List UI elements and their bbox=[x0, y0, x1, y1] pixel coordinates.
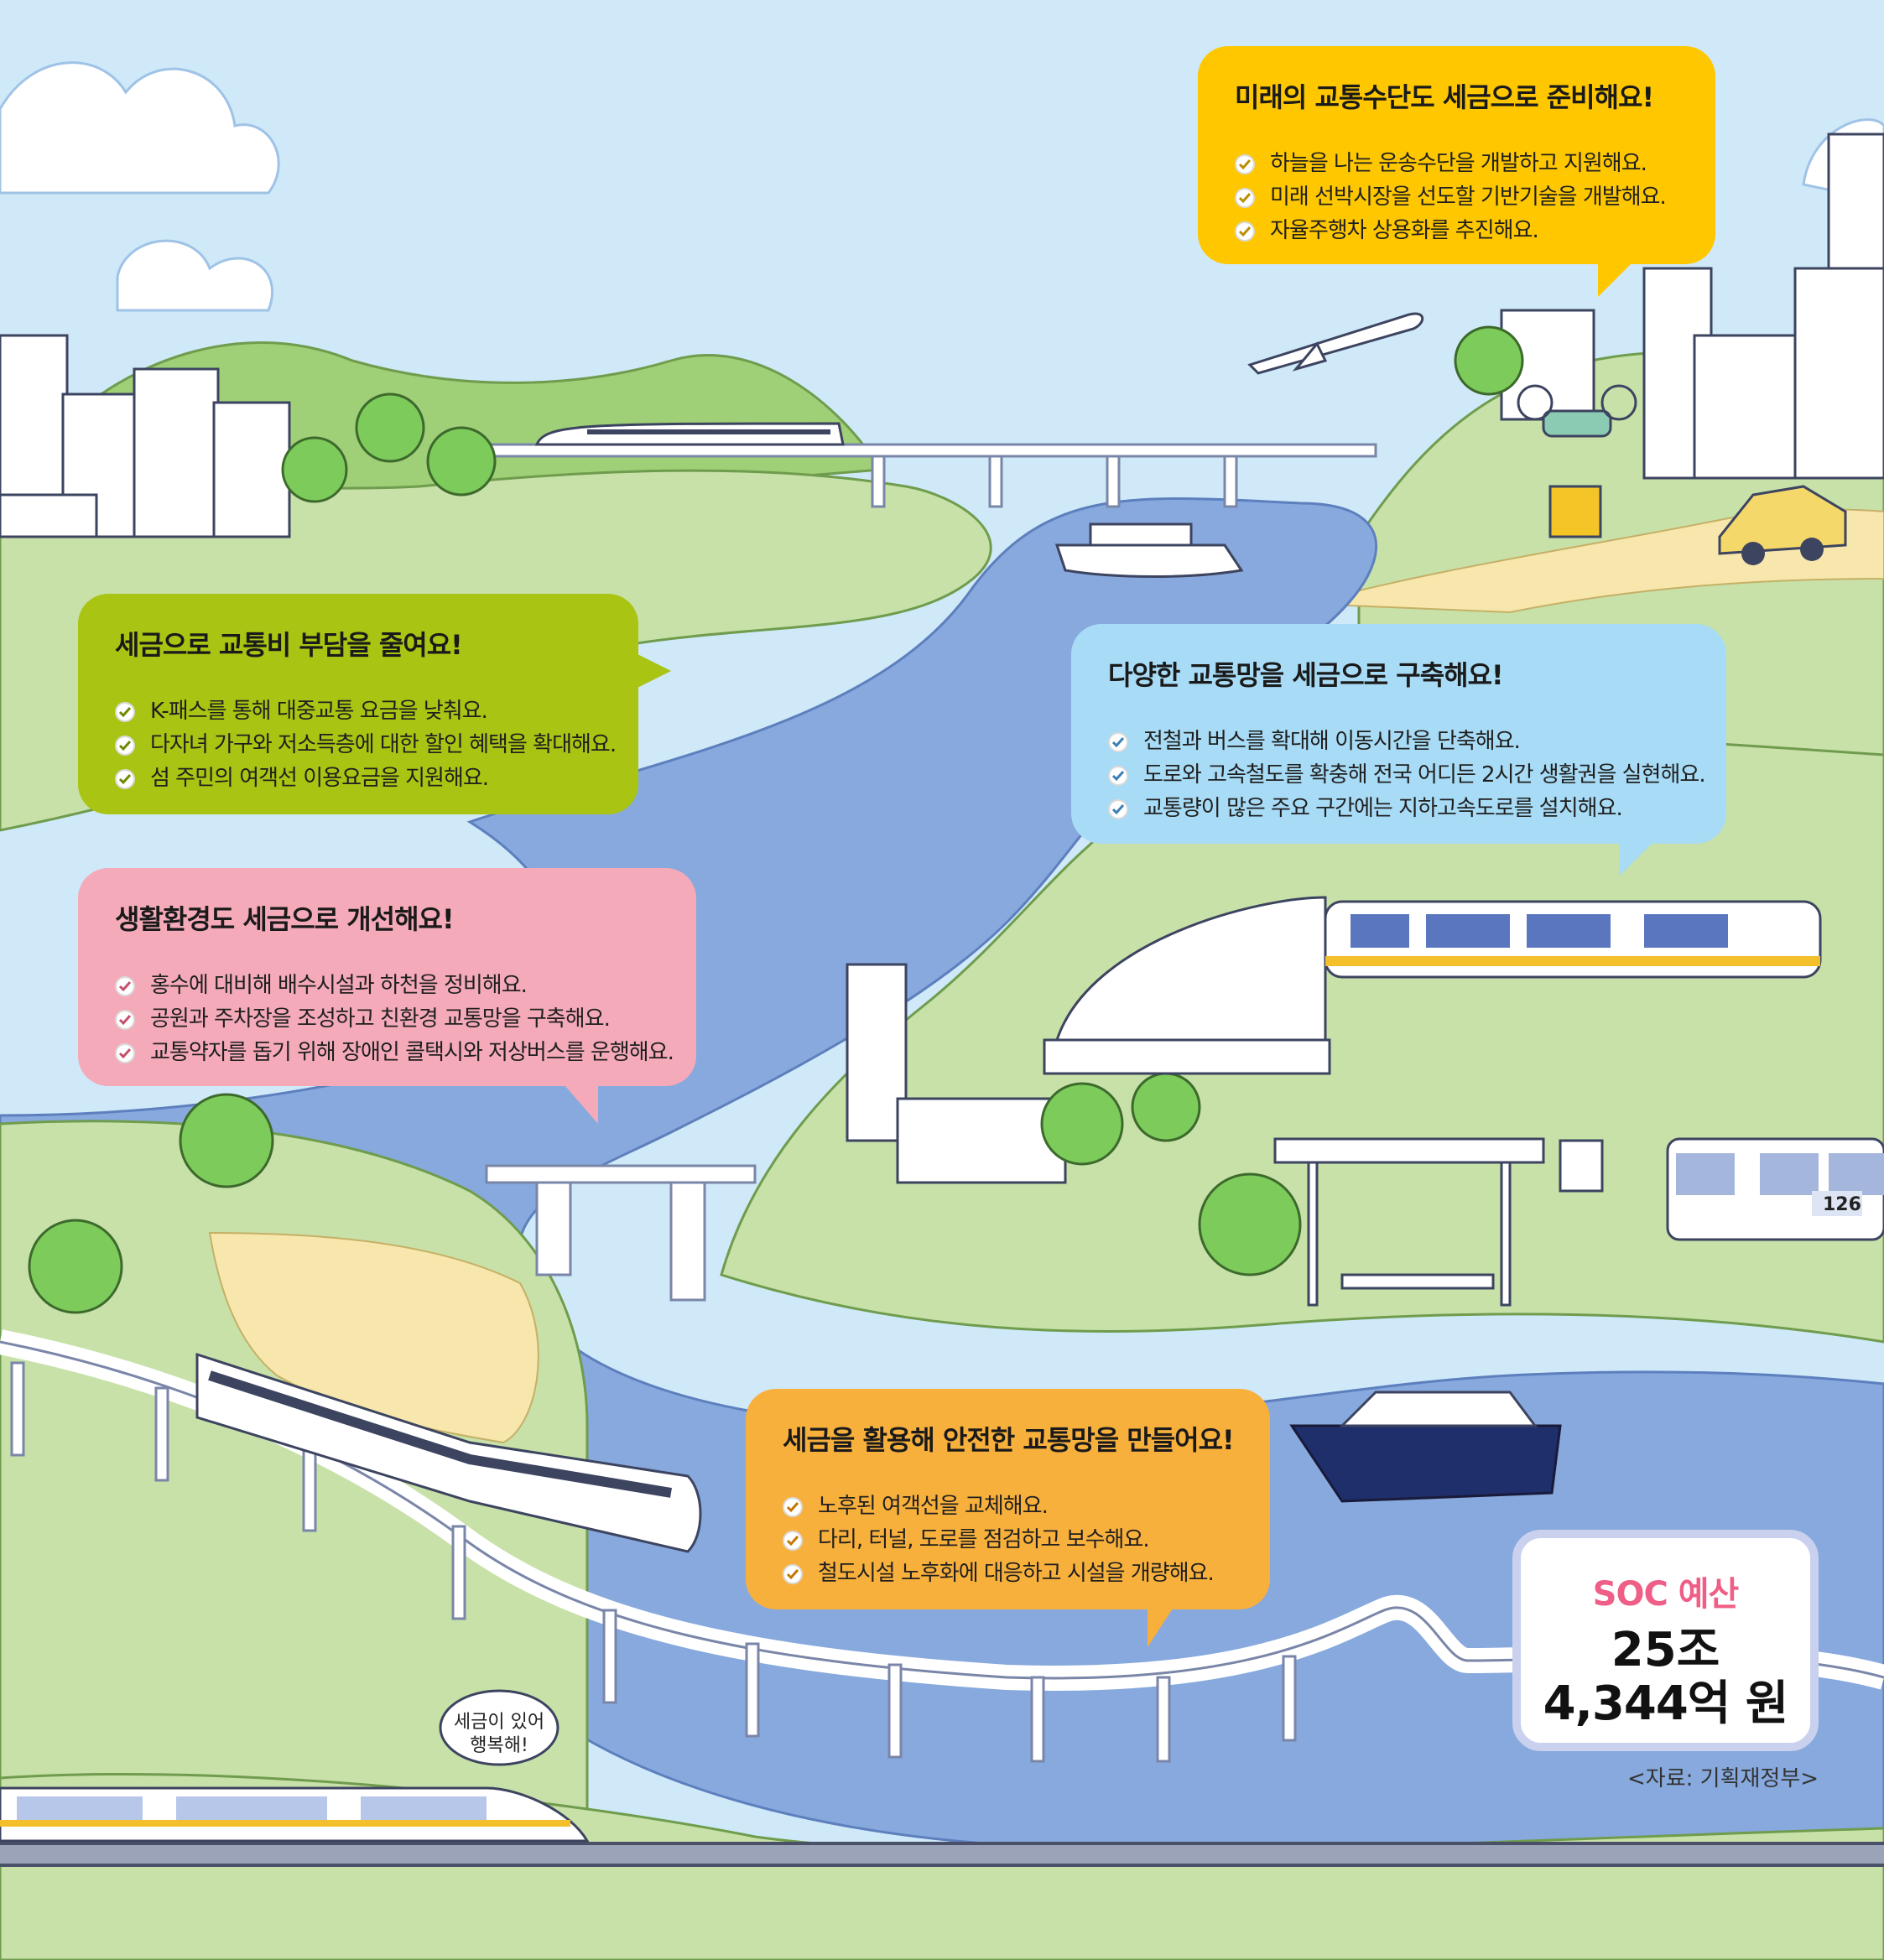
bubble-title: 세금으로 교통비 부담을 줄여요! bbox=[115, 629, 463, 661]
safety-bubble: 세금을 활용해 안전한 교통망을 만들어요! 노후된 여객선을 교체해요. 다리… bbox=[746, 1389, 1270, 1609]
bubble-tail bbox=[1148, 1609, 1173, 1647]
check-icon bbox=[115, 976, 135, 996]
cruise-ship-icon bbox=[1289, 1391, 1562, 1503]
park-path bbox=[208, 1231, 539, 1444]
soc-budget-box: SOC 예산 25조 4,344억 원 bbox=[1512, 1530, 1819, 1751]
bubble-list: 노후된 여객선을 교체해요. 다리, 터널, 도로를 점검하고 보수해요. 철도… bbox=[783, 1489, 1236, 1590]
dam bbox=[485, 1164, 757, 1302]
bubble-tail bbox=[565, 1085, 598, 1124]
check-icon bbox=[1108, 766, 1128, 786]
monorail-train-icon bbox=[195, 1352, 702, 1553]
bubble-title: 미래의 교통수단도 세금으로 준비해요! bbox=[1235, 81, 1654, 113]
check-icon bbox=[115, 769, 135, 789]
tree-icon bbox=[28, 325, 1524, 1314]
future-transport-bubble: 미래의 교통수단도 세금으로 준비해요! 하늘을 나는 운송수단을 개발하고 지… bbox=[1198, 46, 1715, 264]
list-item: 자율주행차 상용화를 추진해요. bbox=[1235, 214, 1682, 247]
bubble-list: 홍수에 대비해 배수시설과 하천을 정비해요. 공원과 주차장을 조성하고 친환… bbox=[115, 969, 674, 1069]
list-item: K-패스를 통해 대중교통 요금을 낮춰요. bbox=[115, 694, 605, 728]
ferry-icon bbox=[1054, 522, 1244, 578]
environment-bubble: 생활환경도 세금으로 개선해요! 홍수에 대비해 배수시설과 하천을 정비해요.… bbox=[78, 868, 696, 1086]
list-item: 섬 주민의 여객선 이용요금을 지원해요. bbox=[115, 762, 605, 795]
list-item: 노후된 여객선을 교체해요. bbox=[783, 1489, 1236, 1523]
speech-line1: 세금이 있어 bbox=[453, 1712, 545, 1733]
soc-amount-line2: 4,344억 원 bbox=[1543, 1677, 1789, 1731]
check-icon bbox=[1235, 188, 1255, 208]
buildings-right bbox=[1500, 133, 1884, 480]
airplane-icon bbox=[1247, 312, 1424, 375]
check-icon bbox=[1108, 799, 1128, 819]
bus-stop bbox=[1273, 1137, 1604, 1307]
car-icon bbox=[1718, 485, 1847, 565]
train-icon bbox=[534, 422, 845, 446]
list-item: 미래 선박시장을 선도할 기반기술을 개발해요. bbox=[1235, 180, 1682, 214]
bubble-tail bbox=[1598, 263, 1632, 297]
check-icon bbox=[1235, 154, 1255, 174]
soc-title: SOC 예산 bbox=[1592, 1575, 1740, 1614]
check-icon bbox=[115, 1010, 135, 1030]
list-item: 전철과 버스를 확대해 이동시간을 단축해요. bbox=[1108, 725, 1693, 758]
subway-train-icon bbox=[1324, 900, 1822, 979]
bubble-tail bbox=[638, 654, 671, 688]
check-icon bbox=[115, 1043, 135, 1063]
buildings-mid bbox=[846, 963, 1067, 1184]
speech-text: 세금이 있어 행복해! bbox=[428, 1711, 570, 1758]
check-icon bbox=[115, 702, 135, 722]
bus-number: 126 bbox=[1823, 1194, 1861, 1215]
bridge-top bbox=[485, 443, 1377, 508]
list-item: 도로와 고속철도를 확충해 전국 어디든 2시간 생활권을 실현해요. bbox=[1108, 758, 1706, 792]
buildings-left bbox=[0, 334, 291, 538]
list-item: 다자녀 가구와 저소득층에 대한 할인 혜택을 확대해요. bbox=[115, 728, 617, 762]
bubble-list: K-패스를 통해 대중교통 요금을 낮춰요. 다자녀 가구와 저소득층에 대한 … bbox=[115, 694, 617, 795]
railway-track bbox=[0, 1842, 1884, 1867]
speech-line2: 행복해! bbox=[470, 1735, 528, 1756]
list-item: 하늘을 나는 운송수단을 개발하고 지원해요. bbox=[1235, 147, 1682, 180]
check-icon bbox=[115, 736, 135, 756]
ktx-train-icon bbox=[0, 1786, 590, 1843]
list-item: 공원과 주차장을 조성하고 친환경 교통망을 구축해요. bbox=[115, 1002, 663, 1036]
speech-bubble bbox=[439, 1689, 559, 1766]
check-icon bbox=[783, 1497, 803, 1517]
check-icon bbox=[783, 1564, 803, 1584]
bubble-title: 생활환경도 세금으로 개선해요! bbox=[115, 903, 455, 935]
bubble-title: 세금을 활용해 안전한 교통망을 만들어요! bbox=[783, 1424, 1235, 1456]
network-bubble: 다양한 교통망을 세금으로 구축해요! 전철과 버스를 확대해 이동시간을 단축… bbox=[1071, 624, 1726, 844]
list-item: 다리, 터널, 도로를 점검하고 보수해요. bbox=[783, 1523, 1236, 1557]
source-note: <자료: 기획재정부> bbox=[1627, 1766, 1819, 1791]
bubble-list: 전철과 버스를 확대해 이동시간을 단축해요. 도로와 고속철도를 확충해 전국… bbox=[1108, 725, 1706, 825]
bubble-list: 하늘을 나는 운송수단을 개발하고 지원해요. 미래 선박시장을 선도할 기반기… bbox=[1235, 147, 1682, 247]
list-item: 교통약자를 돕기 위해 장애인 콜택시와 저상버스를 운행해요. bbox=[115, 1036, 674, 1069]
bus-icon bbox=[1666, 1137, 1884, 1241]
check-icon bbox=[1235, 221, 1255, 242]
check-icon bbox=[783, 1531, 803, 1551]
guideway-pillars bbox=[10, 1361, 1297, 1763]
drone-icon bbox=[1517, 384, 1637, 538]
list-item: 철도시설 노후화에 대응하고 시설을 개량해요. bbox=[783, 1557, 1236, 1590]
fare-bubble: 세금으로 교통비 부담을 줄여요! K-패스를 통해 대중교통 요금을 낮춰요.… bbox=[78, 594, 638, 814]
check-icon bbox=[1108, 732, 1128, 752]
soc-amount-line1: 25조 bbox=[1611, 1623, 1720, 1677]
station bbox=[1043, 896, 1331, 1075]
list-item: 홍수에 대비해 배수시설과 하천을 정비해요. bbox=[115, 969, 663, 1002]
bubble-tail bbox=[1619, 843, 1652, 876]
list-item: 교통량이 많은 주요 구간에는 지하고속도로를 설치해요. bbox=[1108, 792, 1693, 825]
bubble-title: 다양한 교통망을 세금으로 구축해요! bbox=[1108, 659, 1504, 691]
